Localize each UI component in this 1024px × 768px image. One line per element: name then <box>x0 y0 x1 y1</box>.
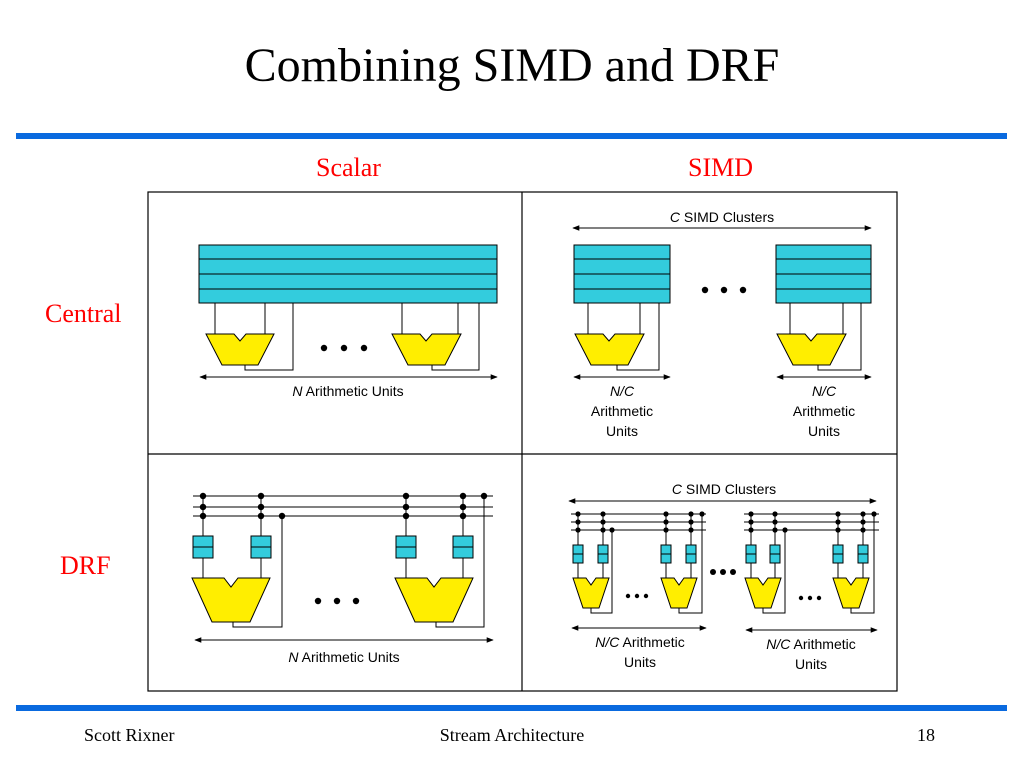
col-header-scalar: Scalar <box>316 153 381 182</box>
row-header-drf: DRF <box>60 551 111 580</box>
scalar-drf-diagram: N Arithmetic Units <box>191 492 494 665</box>
col-header-simd: SIMD <box>688 153 754 182</box>
alu-unit <box>744 577 782 609</box>
units-label: N/C <box>812 383 837 399</box>
alu-unit <box>660 577 698 609</box>
scalar-drf-label: N Arithmetic Units <box>288 649 399 665</box>
alu-unit <box>394 577 474 623</box>
ellipsis-dots <box>625 593 649 599</box>
units-label: Units <box>624 654 656 670</box>
units-label: N/C Arithmetic <box>595 634 684 650</box>
footer-page-number: 18 <box>917 725 935 745</box>
alu-unit <box>391 333 462 366</box>
units-label: N/C <box>610 383 635 399</box>
simd-drf-clusters-label: C SIMD Clusters <box>672 481 776 497</box>
scalar-central-diagram: N Arithmetic Units <box>198 244 498 399</box>
simd-drf-diagram: C SIMD Clusters <box>568 481 879 672</box>
drf-cluster <box>744 511 879 614</box>
units-label: Units <box>808 423 840 439</box>
bottom-divider <box>16 705 1007 711</box>
ellipsis-dots <box>701 286 747 294</box>
alu-unit <box>205 333 275 366</box>
alu-unit <box>776 333 847 366</box>
footer-author: Scott Rixner <box>84 725 175 745</box>
slide-title: Combining SIMD and DRF <box>244 39 780 92</box>
units-label: Units <box>606 423 638 439</box>
scalar-central-label: N Arithmetic Units <box>292 383 403 399</box>
drf-cluster <box>571 511 706 614</box>
alu-unit <box>572 577 610 609</box>
ellipsis-dots <box>320 344 368 352</box>
units-label: Units <box>795 656 827 672</box>
units-label: Arithmetic <box>793 403 855 419</box>
alu-unit <box>574 333 645 366</box>
ellipsis-dots <box>710 569 736 575</box>
simd-central-clusters-label: C SIMD Clusters <box>670 209 774 225</box>
simd-central-diagram: C SIMD Clusters N/C Arithmetic Units N/C… <box>572 209 872 439</box>
alu-unit <box>191 577 271 623</box>
top-divider <box>16 133 1007 139</box>
units-label: Arithmetic <box>591 403 653 419</box>
row-header-central: Central <box>45 299 122 328</box>
alu-unit <box>832 577 870 609</box>
ellipsis-dots <box>314 597 360 605</box>
ellipsis-dots <box>798 595 822 601</box>
units-label: N/C Arithmetic <box>766 636 855 652</box>
footer-topic: Stream Architecture <box>439 725 585 745</box>
